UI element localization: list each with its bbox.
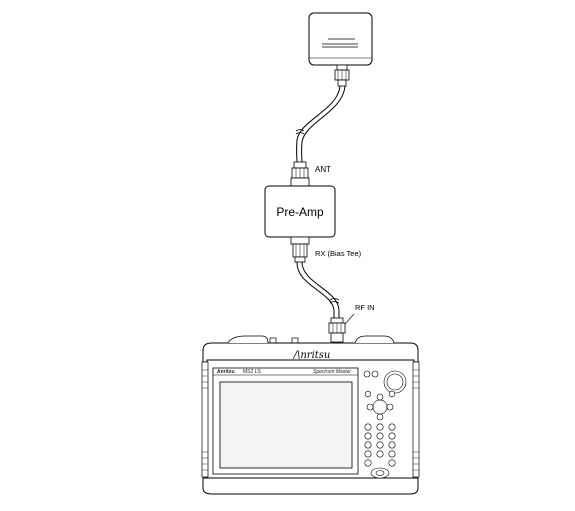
instrument-brand-top: /\nritsu xyxy=(293,350,331,361)
antenna-connector xyxy=(334,64,350,87)
instrument-screen xyxy=(219,381,353,469)
instrument-brand-screen: Anritsu xyxy=(217,369,235,375)
ant-connector xyxy=(290,161,310,187)
rf-in-leader xyxy=(344,313,355,325)
preamp-label: Pre-Amp xyxy=(276,205,324,219)
rf-in-connector xyxy=(328,317,346,343)
cable-preamp-to-instrument xyxy=(296,261,340,318)
antenna-box xyxy=(308,12,373,66)
ant-label: ANT xyxy=(315,165,331,174)
rf-in-label: RF IN xyxy=(355,303,375,312)
instrument-model: MS2 LS xyxy=(243,369,261,375)
rx-connector xyxy=(290,236,310,263)
instrument xyxy=(201,335,420,495)
arrow-pad-icon xyxy=(372,399,388,415)
rx-label: RX (Bias Tee) xyxy=(315,249,362,258)
instrument-product-name: Spectrum Master xyxy=(313,369,351,375)
cable-antenna-to-preamp xyxy=(295,85,346,163)
instrument-keypad xyxy=(363,370,407,479)
